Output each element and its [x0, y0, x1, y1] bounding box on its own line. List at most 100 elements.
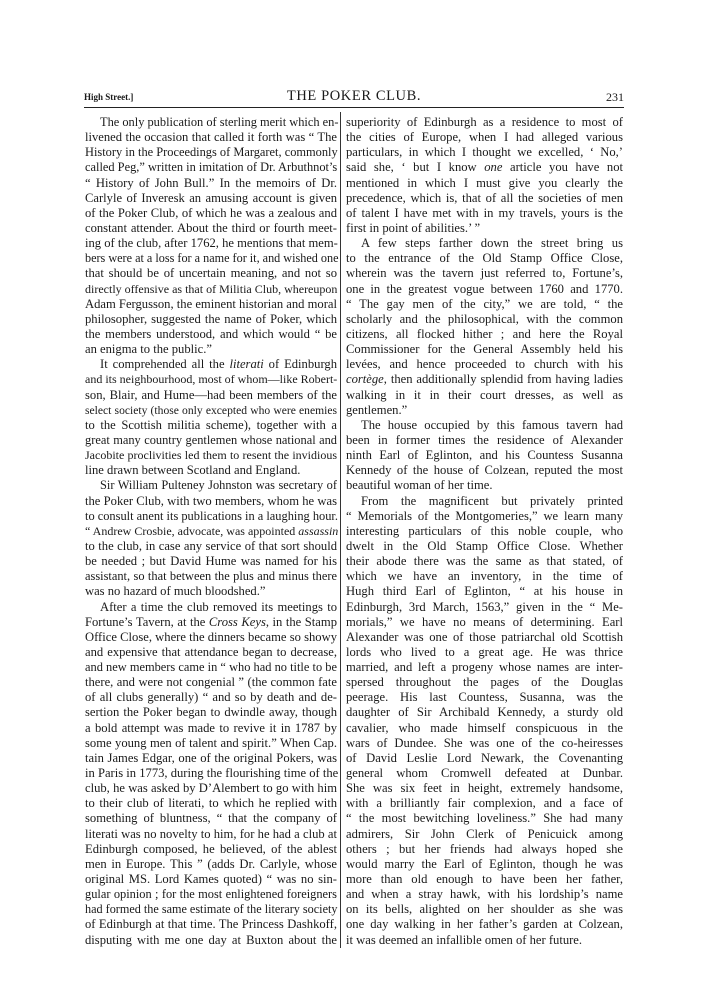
- text-line: that should be of uncertain meaning, and…: [85, 266, 337, 281]
- text-segment: , in the Stamp: [265, 614, 337, 629]
- text-line: cortège, then additionally splendid from…: [346, 372, 623, 387]
- paragraph: A few steps farther down the street brin…: [346, 236, 623, 418]
- text-line: of the Poker Club, of which he was a zea…: [85, 205, 337, 220]
- text-line: citizens, all flocked hither ; and here …: [346, 326, 623, 341]
- text-segment: article you have not: [502, 160, 623, 175]
- text-line: She was six feet in height, extremely ha…: [346, 781, 623, 796]
- italic-text: Cross Keys: [208, 614, 266, 629]
- text-line: was no hazard of much bloodshed.”: [85, 584, 266, 599]
- text-line: original MS. Lord Kames quoted) “ was no…: [85, 872, 337, 887]
- header-rule: [84, 107, 624, 108]
- text-line: their abode there was the same as that s…: [346, 554, 623, 569]
- text-line: walking in it in their court dresses, as…: [346, 387, 623, 402]
- text-line: daughter of Sir Archibald Kennedy, a stu…: [346, 705, 623, 720]
- text-line: it was deemed an infallible omen of her …: [346, 932, 583, 947]
- text-line: and when a stray hawk, with his lordship…: [346, 887, 623, 902]
- text-line: gentlemen.”: [346, 402, 408, 417]
- text-line: the members understood, and which would …: [85, 326, 337, 341]
- text-line: A few steps farther down the street brin…: [361, 236, 623, 251]
- text-line: philosopher, suggested the name of Poker…: [85, 311, 337, 326]
- text-line: to their club of literati, to which he r…: [85, 796, 337, 811]
- text-line: first in point of abilities.’ ”: [346, 220, 481, 235]
- text-line: “ the most bewitching loveliness.” She h…: [346, 811, 623, 826]
- text-line: tain James Edgar, one of the original Po…: [85, 750, 337, 765]
- text-line: After a time the club removed its meetin…: [100, 599, 337, 614]
- text-line: men in Europe. This ” (adds Dr. Carlyle,…: [85, 856, 337, 871]
- text-line: some young men of talent and spirit.” Wh…: [85, 735, 337, 750]
- text-line: on its bells, alighted on her shoulder a…: [346, 902, 623, 917]
- text-line: History in the Proceedings of Margaret, …: [85, 145, 338, 160]
- text-line: directly offensive as that of Militia Cl…: [85, 281, 338, 296]
- text-line: others ; but her friends had always hope…: [346, 841, 623, 856]
- text-line: cavalier, who made himself conspicuous i…: [346, 720, 623, 735]
- text-line: scholarly and the philosophical, with th…: [346, 311, 623, 326]
- text-line: and expensive that attendance began to d…: [85, 644, 337, 659]
- text-line: select society (those only excepted who …: [85, 403, 337, 417]
- text-line: mentioned in which I must give you clear…: [346, 175, 623, 190]
- text-segment: of Edinburgh: [263, 357, 338, 372]
- text-line: It comprehended all the literati of Edin…: [85, 357, 337, 372]
- text-line: with a brilliantly fair complexion, and …: [346, 796, 623, 811]
- text-line: disputing with me one day at Buxton abou…: [85, 932, 337, 947]
- text-line: had formed the same estimate of the lite…: [85, 902, 338, 917]
- text-line: Office Close, where the dinners became s…: [85, 629, 337, 644]
- italic-text: literati: [229, 357, 264, 372]
- text-line: ninth Earl of Eglinton, and his Countess…: [346, 448, 623, 463]
- text-line: particulars, in which I thought we excel…: [346, 145, 623, 160]
- column-divider: [340, 112, 341, 948]
- text-line: livened the occasion that called it fort…: [85, 130, 337, 145]
- text-line: “ Andrew Crosbie, advocate, was appointe…: [85, 523, 339, 539]
- text-line: a bold attempt was made to revive it in …: [85, 720, 337, 735]
- text-line: peerage. His last Countess, Susanna, was…: [346, 690, 623, 705]
- text-line: club, he was asked by D’Alembert to go w…: [85, 781, 337, 796]
- text-line: be needed ; but David Hume was named for…: [85, 554, 337, 569]
- text-segment: “ Andrew Crosbie, advocate, was appointe…: [85, 523, 299, 538]
- text-line: more than old enough to have been her fa…: [346, 872, 623, 887]
- text-line: been in former times the residence of Al…: [346, 432, 623, 447]
- text-line: and its neighbourhood, most of whom—like…: [85, 372, 338, 387]
- text-line: called Peg,” written in imitation of Dr.…: [85, 160, 338, 175]
- text-line: great many country gentlemen whose natio…: [85, 432, 337, 447]
- text-line: spersed throughout the pages of the Doug…: [346, 675, 623, 690]
- paragraph: superiority of Edinburgh as a residence …: [346, 115, 623, 236]
- text-line: there, and were not congenial ” (the com…: [85, 675, 337, 690]
- text-line: something of bluntness, “ that the compa…: [85, 811, 337, 826]
- text-line: Jacobite proclivities led them to resent…: [85, 448, 337, 463]
- text-line: Alexander was one of those patriarchal o…: [346, 629, 623, 644]
- text-line: Edinburgh, 3rd March, 1563,” given in th…: [346, 599, 623, 614]
- text-line: ing of the club, after 1762, he mentions…: [85, 236, 338, 251]
- text-line: one day walking in her father’s garden a…: [346, 917, 623, 932]
- text-line: one in the greatest vogue between 1760 a…: [346, 281, 623, 296]
- text-line: literati was no novelty to him, for he h…: [85, 826, 337, 841]
- paragraph: The only publication of sterling merit w…: [85, 115, 339, 357]
- text-line: morials,” we have no means of determinin…: [346, 614, 623, 629]
- text-line: levées, and hence proceeded to church wi…: [346, 357, 623, 372]
- text-line: sertion the Poker began to dwindle away,…: [85, 705, 337, 720]
- text-line: would marry the Earl of Eglinton, though…: [346, 856, 623, 871]
- text-line: Sir William Pulteney Johnston was secret…: [100, 478, 337, 493]
- text-line: of talent I have met with in my travels,…: [346, 205, 623, 220]
- text-line: constant attender. About the third or fo…: [85, 220, 337, 235]
- italic-text: assassin: [298, 523, 339, 538]
- text-line: Hugh third Earl of Eglinton, “ at his ho…: [346, 584, 623, 599]
- text-line: which we have an inventory, in the time …: [346, 569, 623, 584]
- text-line: wherein was the tavern just referred to,…: [346, 266, 623, 281]
- text-line: of Edinburgh at that time. The Princess …: [85, 917, 337, 932]
- text-line: gular opinion ; for the most enlightened…: [85, 887, 337, 902]
- text-line: admirers, Sir John Clerk of Penicuick am…: [346, 826, 623, 841]
- italic-text: cortège: [346, 372, 384, 387]
- text-line: Fortune’s Tavern, at the Cross Keys, in …: [85, 615, 337, 630]
- text-line: Edinburgh composed, he believed, of the …: [85, 841, 337, 856]
- right-column: superiority of Edinburgh as a residence …: [346, 115, 623, 948]
- text-line: of David Leslie Lord Newark, the Covenan…: [346, 750, 623, 765]
- paragraph: From the magnificent but privately print…: [346, 494, 623, 948]
- text-line: the cities of Europe, when I had alleged…: [346, 130, 623, 145]
- text-line: Adam Fergusson, the eminent historian an…: [85, 296, 337, 311]
- text-line: bers were at a loss for a name for it, a…: [85, 251, 339, 266]
- text-segment: Fortune’s Tavern, at the: [85, 614, 209, 629]
- text-line: line drawn between Scotland and England.: [85, 463, 301, 478]
- text-line: in Paris in 1773, during the flourishing…: [85, 766, 339, 781]
- text-line: said she, ‘ but I know one article you h…: [346, 160, 623, 175]
- text-line: the Poker Club, with two members, whom h…: [85, 493, 337, 508]
- text-line: dwelt in the Old Stamp Office Close. Whe…: [346, 538, 623, 553]
